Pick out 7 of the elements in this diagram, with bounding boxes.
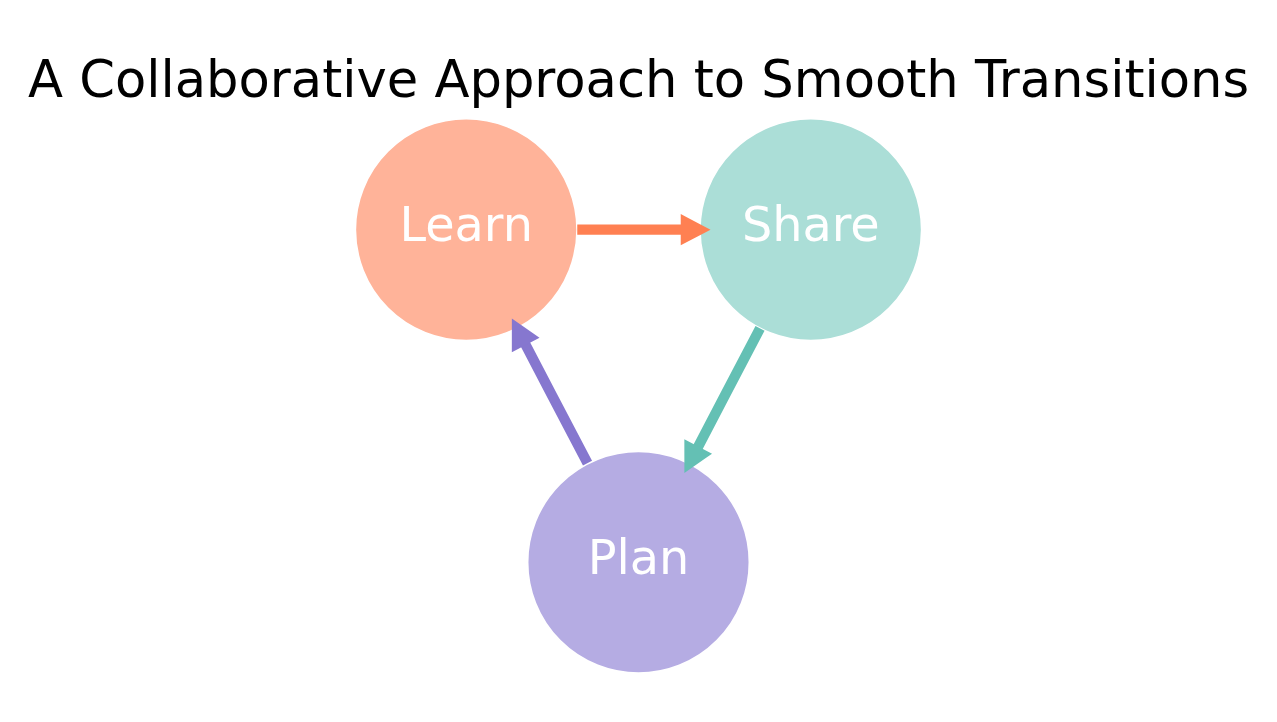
node-circle: Plan — [526, 450, 751, 675]
arrow — [577, 214, 711, 246]
node-circle: Learn — [354, 117, 578, 342]
arrow — [511, 318, 593, 466]
node-circle: Share — [699, 117, 923, 342]
diagram-title: A Collaborative Approach to Smooth Transitions — [27, 49, 1250, 109]
arrow — [684, 325, 765, 473]
